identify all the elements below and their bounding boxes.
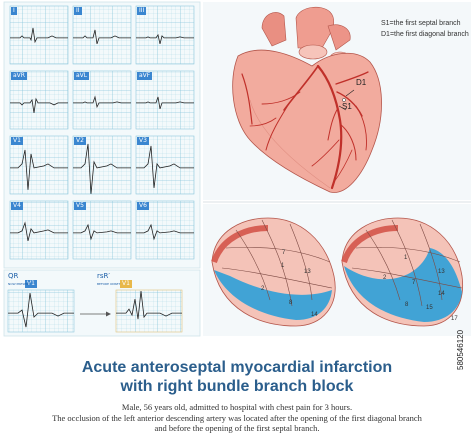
segment-number: 14 — [311, 312, 318, 318]
ecg-cell-v6 — [135, 200, 195, 260]
ecg-trace-v5 — [73, 223, 131, 241]
ecg-compare-trace-qr — [8, 293, 74, 328]
ecg-cell-avl — [72, 70, 132, 130]
ecg-trace-i — [10, 27, 68, 44]
ecg-compare-cell-qr — [7, 289, 75, 333]
segment-number: 14 — [438, 291, 445, 297]
segment-number: 8 — [289, 300, 293, 306]
ecg-compare-trace-rsr — [116, 291, 182, 320]
segment-number: 13 — [304, 269, 311, 275]
ecg-trace-v6 — [136, 223, 194, 241]
lead-tag-v5: V5 — [74, 202, 86, 210]
ecg-trace-avf — [136, 96, 194, 110]
ecg-cell-v1 — [9, 135, 69, 195]
ecg-cell-v5 — [72, 200, 132, 260]
legend-d1: D1=the first diagonal branch — [381, 31, 469, 38]
figure-description: Male, 56 years old, admitted to hospital… — [52, 402, 422, 433]
arrow-icon — [80, 311, 111, 317]
label-d1: D1 — [356, 78, 367, 87]
rsr-label: rsR′ — [97, 272, 110, 280]
qr-label: QR — [8, 272, 19, 280]
figure-title: Acute anteroseptal myocardial infarction… — [81, 359, 393, 395]
segment-number: 2 — [261, 286, 265, 292]
rsr-caption: BEFORE ONSET — [97, 282, 121, 286]
ecg-compare-cell-rsr — [115, 289, 183, 333]
segment-number: 7 — [282, 250, 286, 256]
ecg-compare-grid — [7, 289, 183, 333]
lead-tag-i: I — [11, 7, 17, 15]
lead-tag-v6: V6 — [137, 202, 149, 210]
lead-tag-ii: II — [74, 7, 82, 15]
ecg-cell-i — [9, 5, 69, 65]
ecg-trace-v3 — [136, 145, 194, 188]
segment-number: 17 — [451, 316, 458, 322]
ecg-trace-v1 — [10, 149, 68, 190]
qr-caption: NOW PRESENT — [8, 282, 31, 286]
left-ventricle-model-2 — [341, 217, 464, 327]
ecg-trace-avr — [10, 97, 68, 113]
ecg-trace-v4 — [10, 221, 68, 241]
ecg-cell-avr — [9, 70, 69, 130]
ecg-trace-v2 — [73, 143, 131, 194]
segment-number: 8 — [405, 302, 409, 308]
ecg-cell-v2 — [72, 135, 132, 195]
lead-tag-v3: V3 — [137, 137, 149, 145]
ecg-trace-iii — [136, 33, 194, 44]
ecg-trace-avl — [73, 95, 131, 109]
ecg-trace-ii — [73, 29, 131, 45]
lead-tag-v1: V1 — [11, 137, 23, 145]
left-ventricle-model-1 — [211, 217, 336, 327]
segment-number: 1 — [404, 255, 408, 261]
ecg-cell-avf — [135, 70, 195, 130]
legend-s1: S1=the first septal branch — [381, 20, 461, 27]
segment-number: 13 — [438, 269, 445, 275]
rsr-lead-tag: V1 — [120, 280, 132, 288]
ecg-cell-v3 — [135, 135, 195, 195]
lead-tag-v4: V4 — [11, 202, 23, 210]
ecg-lead-grid — [9, 5, 195, 260]
lead-tag-v2: V2 — [74, 137, 86, 145]
lead-tag-avl: aVL — [74, 72, 90, 80]
segment-number: 2 — [383, 275, 387, 281]
segment-number: 1 — [281, 263, 285, 269]
ecg-cell-ii — [72, 5, 132, 65]
ecg-cell-iii — [135, 5, 195, 65]
qr-lead-tag: V1 — [25, 280, 37, 288]
label-s1: S1 — [342, 102, 352, 111]
segment-number: 7 — [412, 280, 416, 286]
ecg-cell-v4 — [9, 200, 69, 260]
lead-tag-avr: aVR — [11, 72, 27, 80]
lead-tag-iii: III — [137, 7, 147, 15]
heart-illustration — [232, 6, 382, 193]
lead-tag-avf: aVF — [137, 72, 153, 80]
segment-number: 15 — [426, 305, 433, 311]
